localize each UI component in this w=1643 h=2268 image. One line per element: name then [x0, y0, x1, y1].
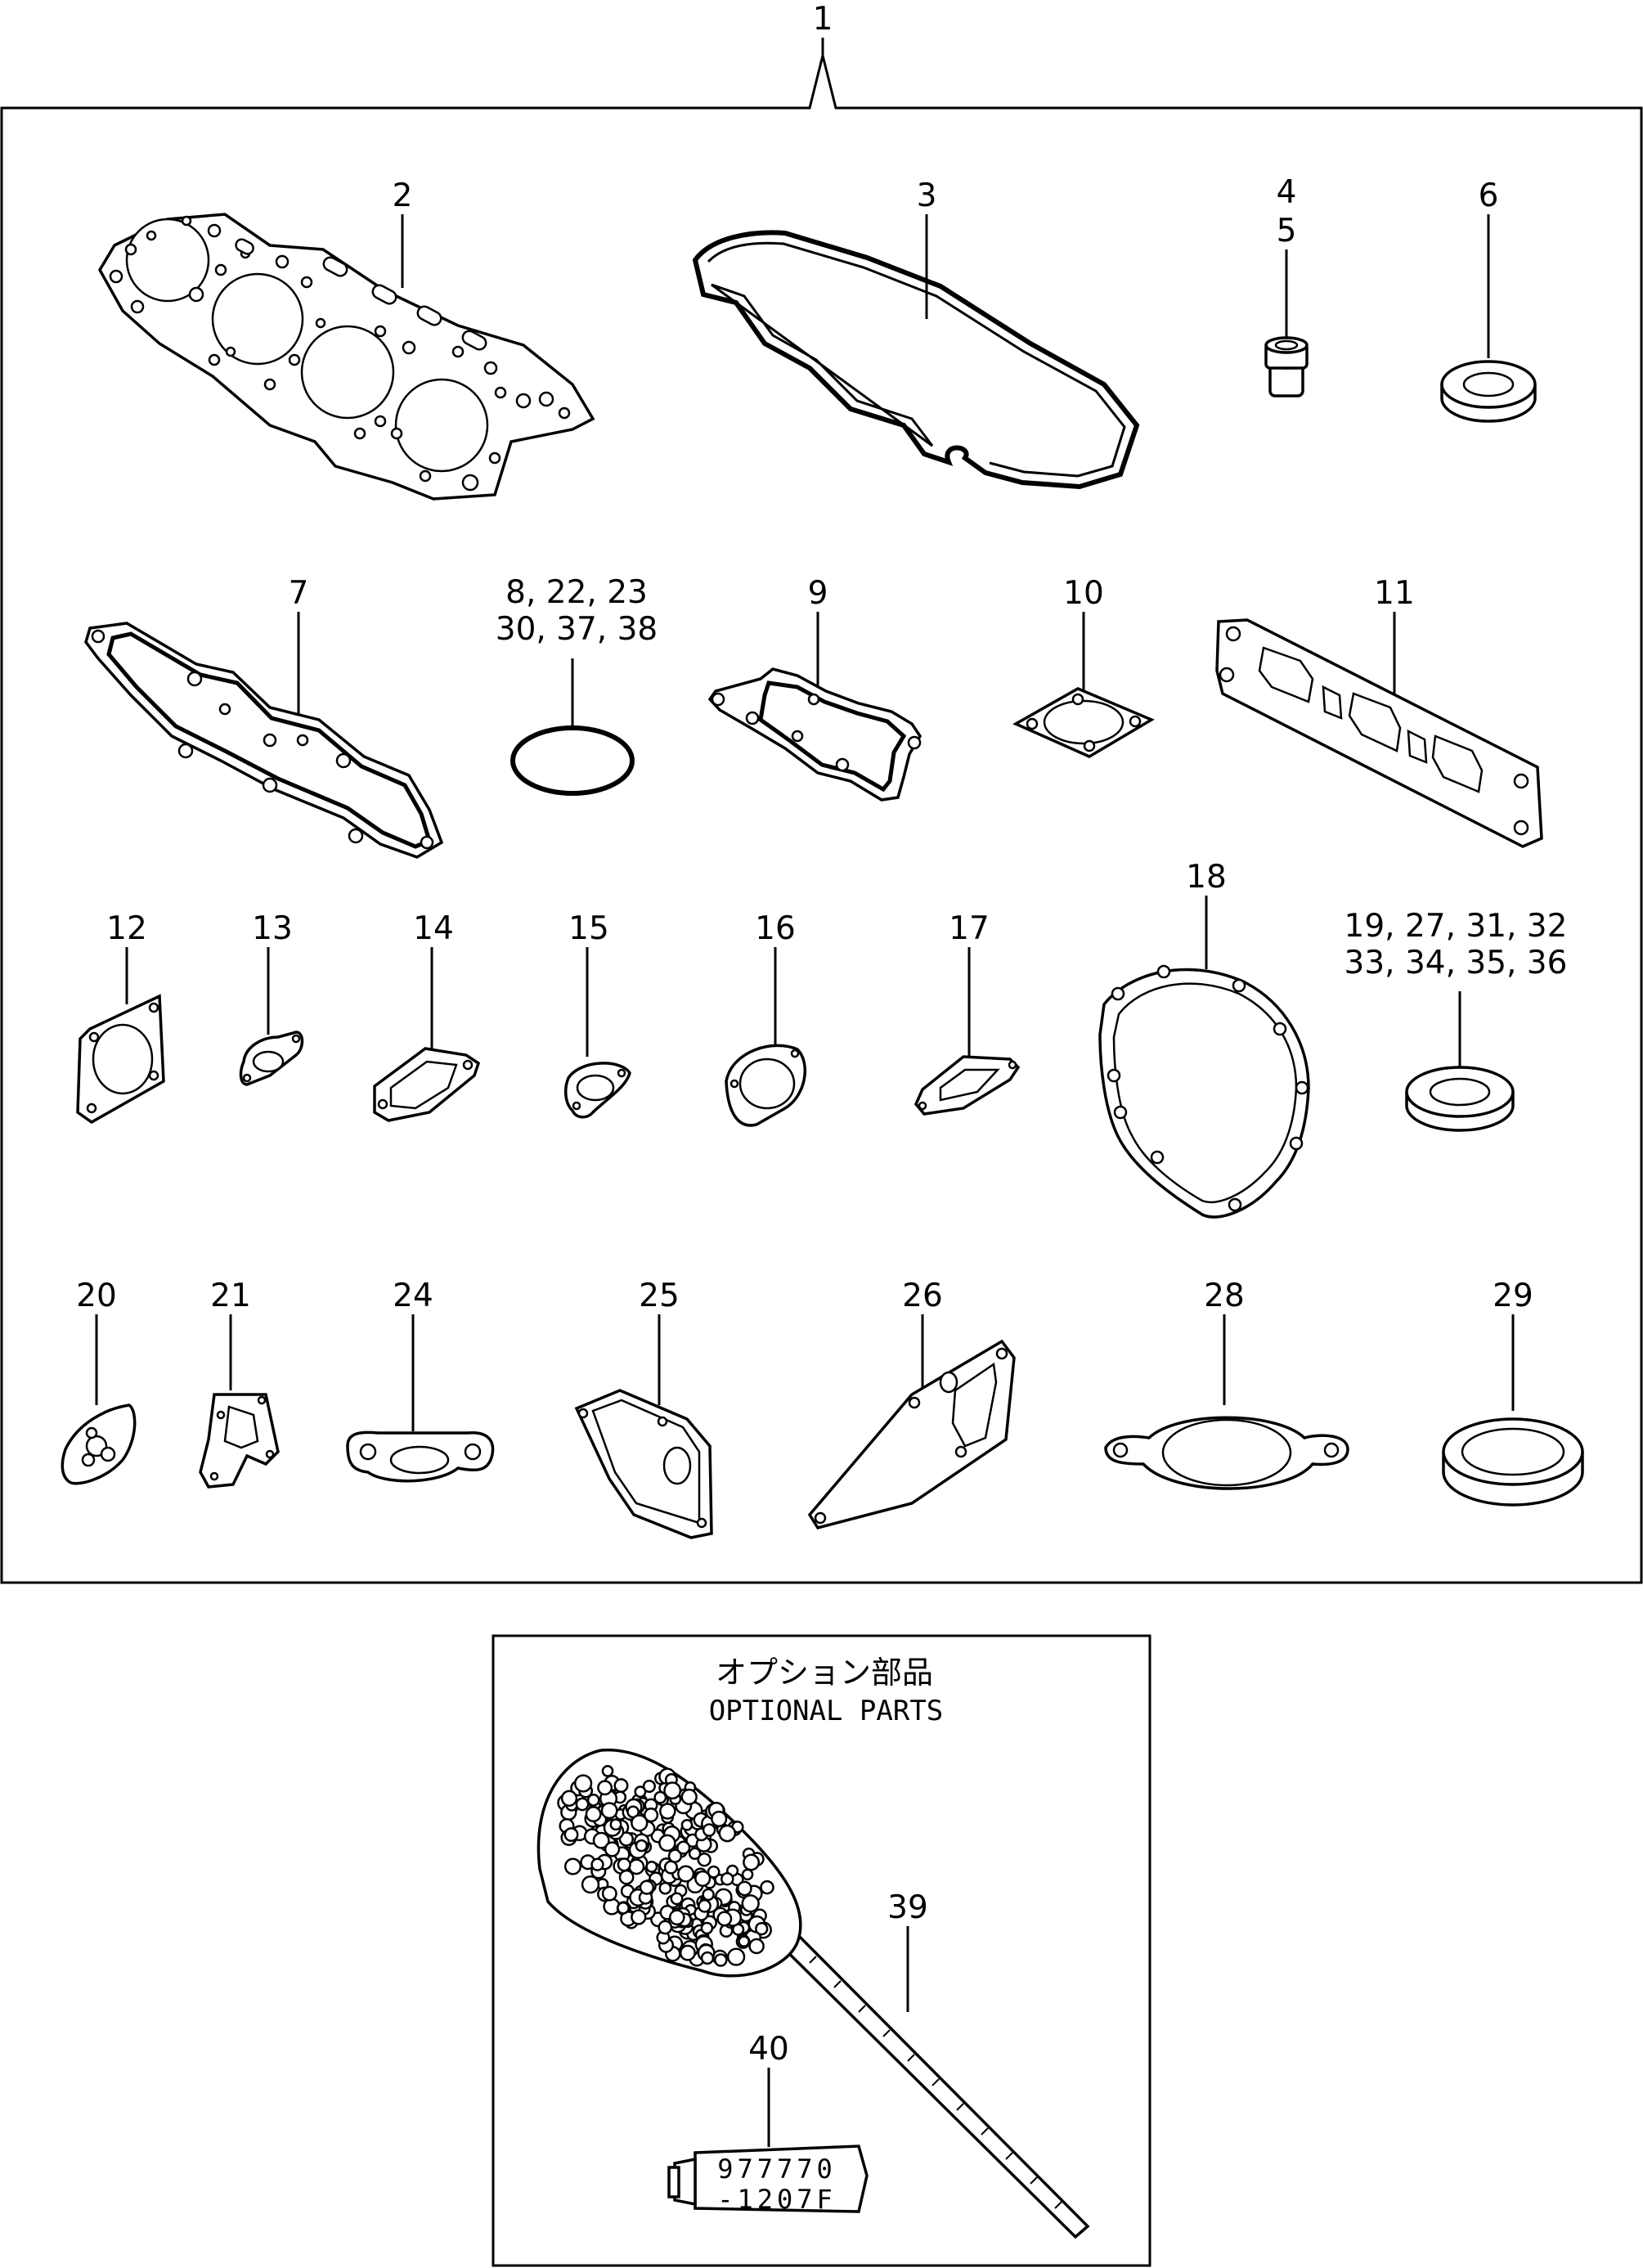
part-14-gasket: 14: [373, 910, 481, 1122]
callout-25: 25: [639, 1278, 680, 1314]
tube-stamp-line-1: 977770: [717, 2153, 837, 2185]
callout-12: 12: [106, 910, 147, 947]
optional-title-jp: オプション部品: [716, 1655, 933, 1691]
assembly-label: 1: [813, 1, 833, 38]
assembly-frame: 1: [0, 1, 1643, 1584]
callout-28: 28: [1204, 1278, 1245, 1314]
part-12-gasket: 12: [76, 910, 165, 1125]
callout-24: 24: [393, 1278, 433, 1314]
callout-2: 2: [393, 177, 413, 214]
part-16-gasket: 16: [725, 910, 807, 1127]
part-10-flange-gasket: 10: [1012, 575, 1155, 758]
optional-parts-box: オプション部品 OPTIONAL PARTS: [492, 1634, 1151, 2267]
callout-9: 9: [808, 575, 828, 612]
callout-21: 21: [210, 1278, 251, 1314]
part-6-oil-seal: 6: [1440, 177, 1537, 423]
callout-8-22-23: 8, 22, 23: [505, 574, 648, 611]
callout-14: 14: [413, 910, 454, 947]
part-28-gasket: 28: [1104, 1278, 1349, 1490]
callout-15: 15: [568, 910, 609, 947]
callout-40: 40: [748, 2031, 789, 2068]
part-29-seal: 29: [1442, 1278, 1584, 1507]
callout-19-27-31-32: 19, 27, 31, 32: [1344, 908, 1568, 945]
tube-stamp-line-2: -1207F: [717, 2184, 837, 2215]
callout-10: 10: [1063, 575, 1104, 612]
part-3-cover-gasket: 3: [692, 177, 1140, 490]
callout-3: 3: [917, 177, 937, 214]
callout-5: 5: [1277, 213, 1297, 249]
part-26-gasket: 26: [807, 1278, 1016, 1530]
callout-29: 29: [1493, 1278, 1533, 1314]
callout-17: 17: [949, 910, 990, 947]
callout-7: 7: [289, 575, 309, 612]
part-4-5-stem-seal: 4 5: [1264, 174, 1309, 397]
part-20-gasket: 20: [61, 1278, 137, 1485]
part-17-gasket: 17: [914, 910, 1021, 1116]
callout-13: 13: [252, 910, 293, 947]
callout-30-37-38: 30, 37, 38: [496, 611, 658, 648]
callout-16: 16: [755, 910, 796, 947]
callout-20: 20: [76, 1278, 117, 1314]
part-11-exhaust-gasket: 11: [1215, 575, 1543, 848]
callout-11: 11: [1374, 575, 1415, 612]
callout-4: 4: [1277, 174, 1297, 211]
callout-6: 6: [1479, 177, 1499, 214]
part-39-cleaning-brush-icon: 39: [536, 1748, 1090, 2239]
part-9-gasket: 9: [707, 575, 923, 802]
part-15-gasket: 15: [563, 910, 631, 1119]
part-21-gasket: 21: [199, 1278, 280, 1489]
optional-title-en: OPTIONAL PARTS: [709, 1695, 944, 1727]
part-25-gasket: 25: [574, 1278, 713, 1539]
callout-33-34-35-36: 33, 34, 35, 36: [1344, 945, 1568, 981]
part-2-head-gasket: 2: [97, 177, 595, 501]
part-18-housing-gasket: 18: [1098, 859, 1310, 1219]
part-40-sealant-tube-icon: 40 977770 -1207F: [667, 2031, 869, 2215]
callout-39: 39: [887, 1889, 928, 1926]
callout-26: 26: [902, 1278, 943, 1314]
part-13-gasket: 13: [239, 910, 304, 1086]
part-8-o-ring: 8, 22, 23 30, 37, 38: [496, 574, 658, 796]
callout-18: 18: [1186, 859, 1227, 896]
part-19-seal: 19, 27, 31, 32 33, 34, 35, 36: [1344, 908, 1568, 1132]
part-7-manifold-gasket: 7: [84, 575, 444, 859]
part-24-gasket: 24: [346, 1278, 495, 1483]
